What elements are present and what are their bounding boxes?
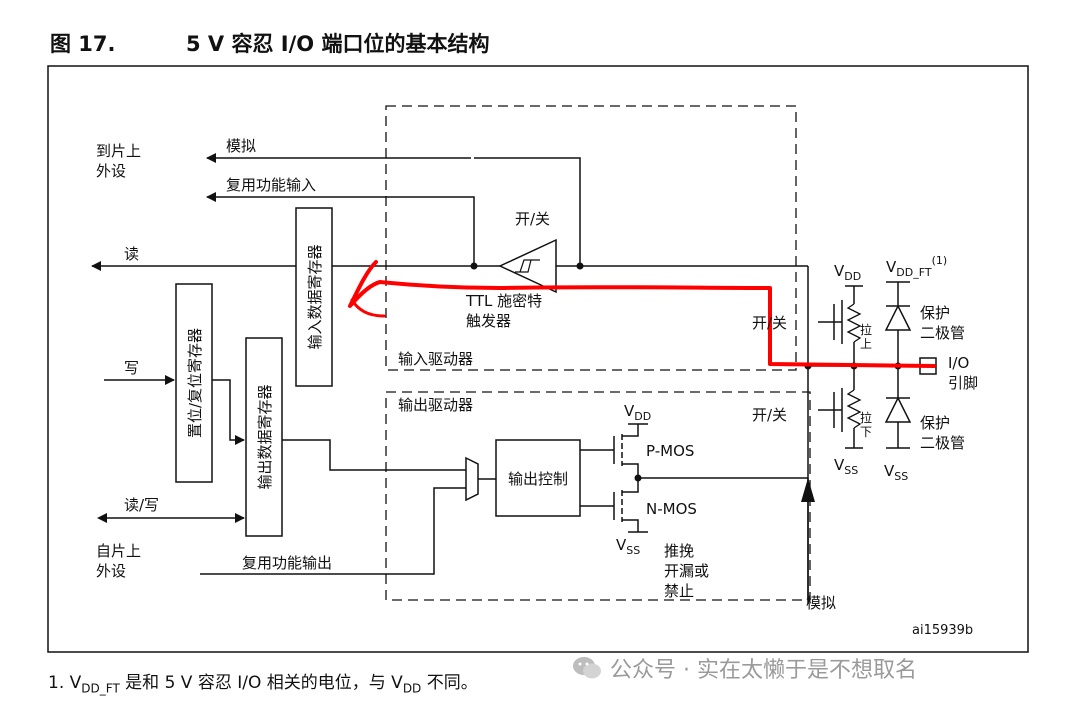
- read-label: 读: [124, 245, 139, 263]
- schmitt-switch-label: 开/关: [515, 210, 550, 228]
- outer-frame: [47, 65, 1029, 653]
- read-write-label: 读/写: [124, 496, 159, 514]
- input-data-register-label: 输入数据寄存器: [306, 244, 324, 349]
- pmos-vdd-label: VDD: [624, 402, 651, 423]
- ttl-line2: 触发器: [466, 312, 511, 330]
- to-peripheral-line2: 外设: [96, 162, 126, 180]
- bsrr-register: [175, 283, 213, 483]
- bsrr-register-label: 置位/复位寄存器: [186, 328, 204, 438]
- pulldown-switch-label: 开/关: [752, 406, 787, 424]
- io-pin-label-2: 引脚: [948, 374, 978, 392]
- output-mode-line1: 推挽: [664, 542, 694, 560]
- footnote-sub2: DD: [402, 681, 422, 696]
- figure-number: 图 17.: [50, 32, 116, 56]
- output-mode-line2: 开漏或: [664, 562, 709, 580]
- output-control-box: [495, 439, 581, 517]
- input-driver-label: 输入驱动器: [398, 350, 473, 368]
- watermark: 公众号 · 实在太懒于是不想取名: [572, 652, 917, 684]
- pmos-label: P-MOS: [646, 442, 694, 460]
- from-peripheral-line2: 外设: [96, 562, 126, 580]
- nmos-label: N-MOS: [646, 500, 697, 518]
- analog-input-label: 模拟: [226, 137, 256, 155]
- alt-func-input-label: 复用功能输入: [226, 176, 316, 194]
- pullup-label-1: 拉: [860, 322, 872, 337]
- red-highlight-path: [348, 260, 936, 368]
- wechat-icon: [573, 657, 601, 679]
- from-peripheral-line1: 自片上: [96, 542, 141, 560]
- output-data-register-label: 输出数据寄存器: [256, 384, 274, 489]
- footnote-suffix: 不同。: [421, 673, 478, 693]
- footnote-sub1: DD_FT: [81, 681, 120, 696]
- output-driver-label: 输出驱动器: [398, 396, 473, 414]
- pulldown-label-1: 拉: [860, 410, 872, 425]
- input-data-register: [295, 207, 333, 387]
- alt-func-output-label: 复用功能输出: [242, 554, 332, 572]
- input-driver-box: [385, 105, 797, 371]
- ttl-line1: TTL 施密特: [465, 292, 542, 310]
- footnote-prefix: 1. V: [48, 673, 82, 693]
- analog-output-label: 模拟: [806, 594, 836, 612]
- pullup-vdd-label: VDD: [834, 262, 861, 283]
- diode-vss-label: VSS: [884, 462, 908, 483]
- output-data-register: [245, 337, 283, 537]
- output-mode-line3: 禁止: [664, 582, 694, 600]
- diode-top-line1: 保护: [920, 304, 950, 322]
- footnote: 1. VDD_FT 是和 5 V 容忍 I/O 相关的电位，与 VDD 不同。: [48, 668, 478, 695]
- output-driver-box: [385, 391, 811, 601]
- diode-bottom-line1: 保护: [920, 414, 950, 432]
- pullup-switch-label: 开/关: [752, 314, 787, 332]
- output-control-label: 输出控制: [508, 470, 568, 488]
- figure-title: 5 V 容忍 I/O 端口位的基本结构: [186, 32, 490, 56]
- io-pin-label-1: I/O: [948, 354, 969, 372]
- diode-top-line2: 二极管: [920, 324, 965, 342]
- to-peripheral-line1: 到片上: [96, 142, 141, 160]
- vdd-ft-label: VDD_FT(1): [886, 254, 947, 279]
- nmos-vss-label: VSS: [616, 536, 640, 557]
- watermark-text: 公众号 · 实在太懒于是不想取名: [610, 658, 917, 683]
- footnote-mid: 是和 5 V 容忍 I/O 相关的电位，与 V: [119, 673, 403, 693]
- pulldown-vss-label: VSS: [834, 456, 858, 477]
- diode-bottom-line2: 二极管: [920, 434, 965, 452]
- ref-id-label: ai15939b: [912, 623, 973, 638]
- pullup-label-2: 上: [860, 337, 872, 351]
- write-label: 写: [124, 359, 139, 377]
- pulldown-label-2: 下: [860, 425, 872, 439]
